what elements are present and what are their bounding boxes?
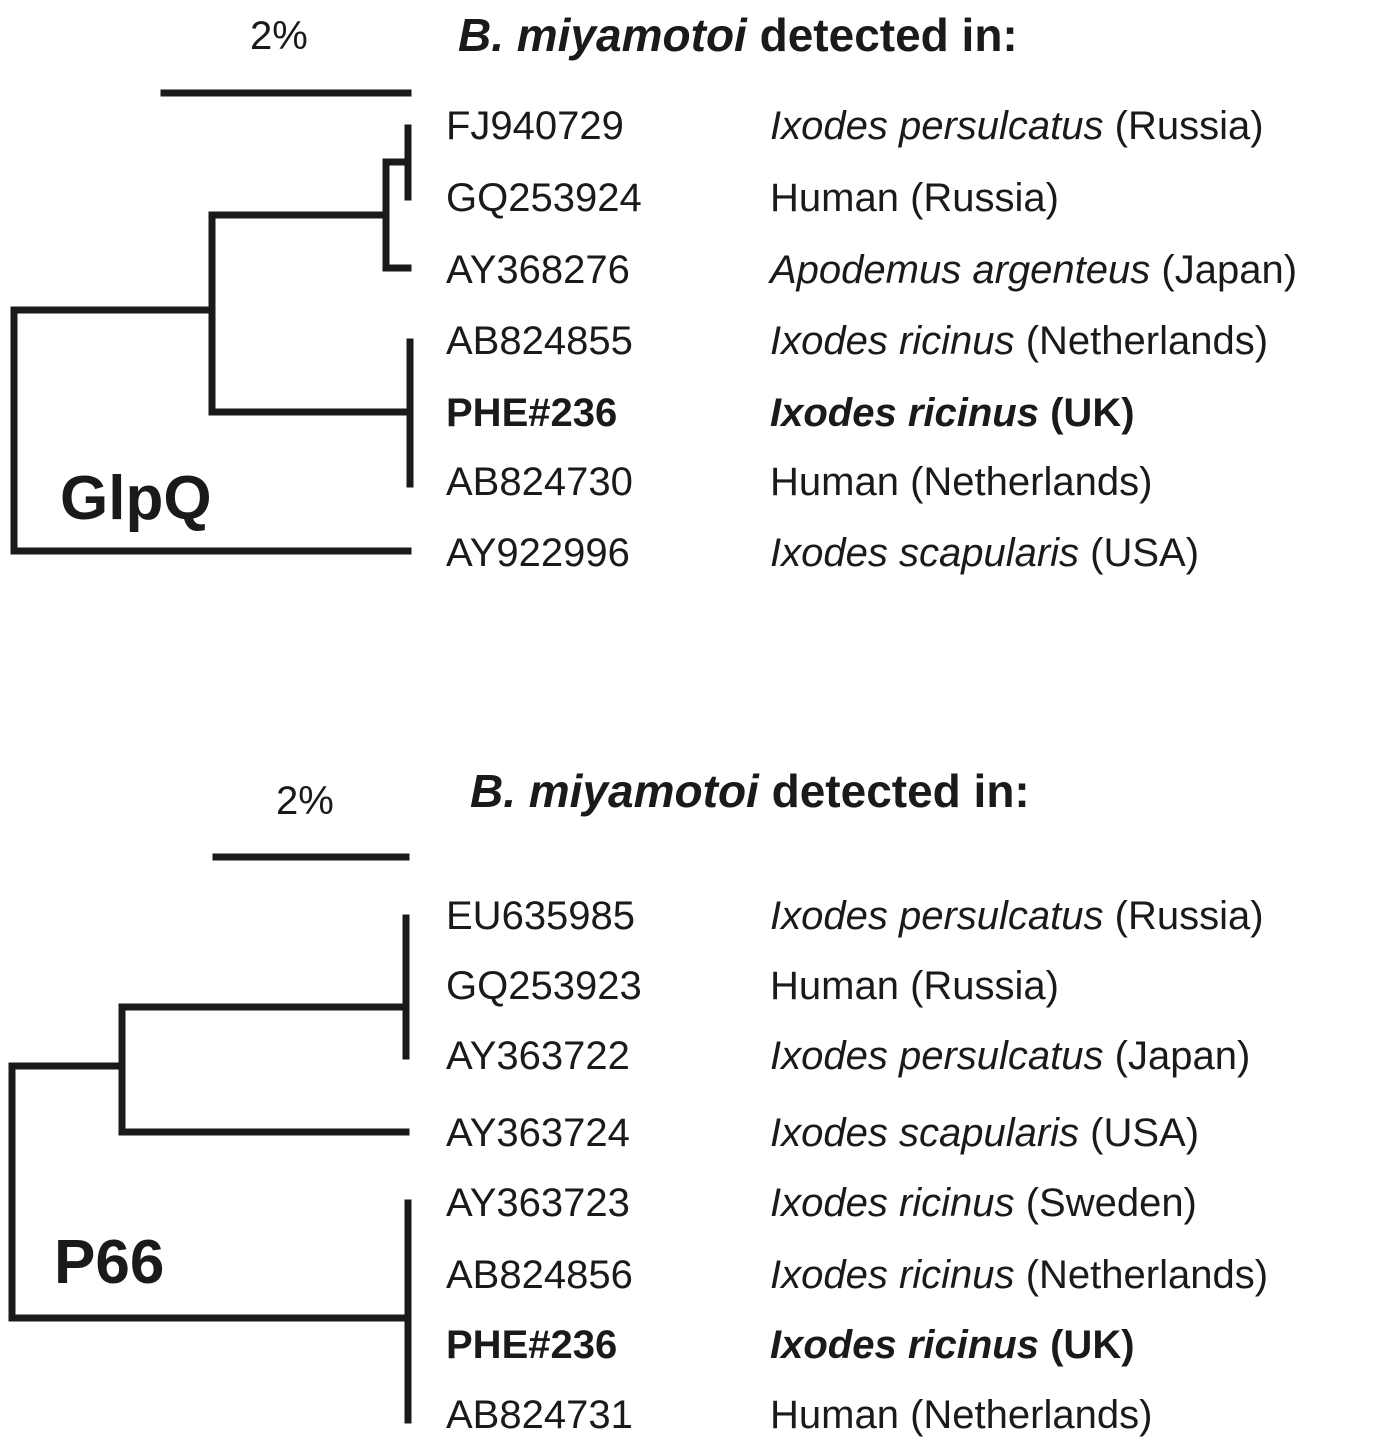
leaf-accession: AY363722 — [446, 1034, 630, 1078]
host-country: (Netherlands) — [910, 1393, 1153, 1437]
host-name: Apodemus argenteus — [770, 248, 1151, 292]
host-country: (Russia) — [910, 176, 1059, 220]
leaf-host: Human (Russia) — [770, 178, 1059, 218]
leaf-host: Human (Netherlands) — [770, 462, 1152, 502]
glpq-tree-branches — [10, 89, 414, 555]
host-name: Ixodes ricinus — [770, 391, 1039, 435]
leaf-accession-highlighted: PHE#236 — [446, 1323, 618, 1367]
host-name: Human — [770, 1393, 899, 1437]
leaf-host: Ixodes scapularis (USA) — [770, 1113, 1199, 1153]
host-country: (Japan) — [1161, 248, 1298, 292]
panel-heading: B. miyamotoi detected in: — [458, 12, 1018, 58]
host-name: Ixodes ricinus — [770, 1323, 1039, 1367]
leaf-accession: AY363723 — [446, 1181, 630, 1225]
leaf-accession: AB824731 — [446, 1393, 633, 1437]
host-name: Ixodes ricinus — [770, 319, 1015, 363]
scale-bar-label: 2% — [250, 14, 308, 58]
heading-species: B. miyamotoi — [470, 765, 759, 817]
leaf-host: Human (Netherlands) — [770, 1395, 1152, 1435]
leaf-accession: AY922996 — [446, 531, 630, 575]
host-name: Ixodes persulcatus — [770, 894, 1104, 938]
host-name: Ixodes persulcatus — [770, 104, 1104, 148]
leaf-accession: FJ940729 — [446, 104, 624, 148]
leaf-accession-highlighted: PHE#236 — [446, 391, 618, 435]
host-name: Ixodes ricinus — [770, 1253, 1015, 1297]
leaf-host: Human (Russia) — [770, 966, 1059, 1006]
heading-text: detected in: — [746, 9, 1018, 61]
panel-heading: B. miyamotoi detected in: — [470, 768, 1030, 814]
leaf-accession: GQ253924 — [446, 176, 642, 220]
gene-label: P66 — [54, 1228, 165, 1297]
leaf-accession: AB824855 — [446, 319, 633, 363]
leaf-host: Ixodes scapularis (USA) — [770, 533, 1199, 573]
host-country: (USA) — [1090, 1111, 1200, 1155]
host-name: Ixodes persulcatus — [770, 1034, 1104, 1078]
leaf-host: Ixodes persulcatus (Japan) — [770, 1036, 1250, 1076]
leaf-accession: AY363724 — [446, 1111, 630, 1155]
glpq-tree-panel: B. miyamotoi detected in: 2% GlpQ FJ9407… — [0, 0, 1400, 620]
host-country: (Netherlands) — [1025, 319, 1269, 363]
host-country: (Japan) — [1114, 1034, 1251, 1078]
host-country: (UK) — [1050, 391, 1135, 435]
host-name: Human — [770, 460, 899, 504]
host-country: (Netherlands) — [1025, 1253, 1269, 1297]
leaf-accession: AB824856 — [446, 1253, 633, 1297]
leaf-host: Ixodes persulcatus (Russia) — [770, 896, 1264, 936]
host-name: Ixodes scapularis — [770, 1111, 1080, 1155]
leaf-host: Ixodes ricinus (Netherlands) — [770, 1255, 1268, 1295]
host-name: Ixodes scapularis — [770, 531, 1080, 575]
heading-text: detected in: — [758, 765, 1030, 817]
leaf-host: Ixodes ricinus (Netherlands) — [770, 321, 1268, 361]
p66-tree-panel: B. miyamotoi detected in: 2% P66 EU63598… — [0, 750, 1400, 1445]
host-name: Human — [770, 176, 899, 220]
host-name: Ixodes ricinus — [770, 1181, 1015, 1225]
leaf-host: Ixodes persulcatus (Russia) — [770, 106, 1264, 146]
scale-bar-label: 2% — [276, 779, 334, 823]
host-country: (USA) — [1090, 531, 1200, 575]
leaf-host: Ixodes ricinus (Sweden) — [770, 1183, 1197, 1223]
host-country: (Russia) — [1114, 104, 1264, 148]
host-country: (UK) — [1050, 1323, 1135, 1367]
leaf-accession: GQ253923 — [446, 964, 642, 1008]
p66-tree-branches — [8, 853, 412, 1424]
leaf-host-highlighted: Ixodes ricinus (UK) — [770, 393, 1135, 433]
gene-label: GlpQ — [60, 464, 212, 533]
host-country: (Russia) — [1114, 894, 1264, 938]
heading-species: B. miyamotoi — [458, 9, 747, 61]
leaf-accession: AB824730 — [446, 460, 633, 504]
leaf-accession: AY368276 — [446, 248, 630, 292]
leaf-host-highlighted: Ixodes ricinus (UK) — [770, 1325, 1135, 1365]
host-country: (Russia) — [910, 964, 1059, 1008]
host-country: (Sweden) — [1025, 1181, 1197, 1225]
leaf-host: Apodemus argenteus (Japan) — [770, 250, 1297, 290]
host-country: (Netherlands) — [910, 460, 1153, 504]
host-name: Human — [770, 964, 899, 1008]
leaf-accession: EU635985 — [446, 894, 636, 938]
